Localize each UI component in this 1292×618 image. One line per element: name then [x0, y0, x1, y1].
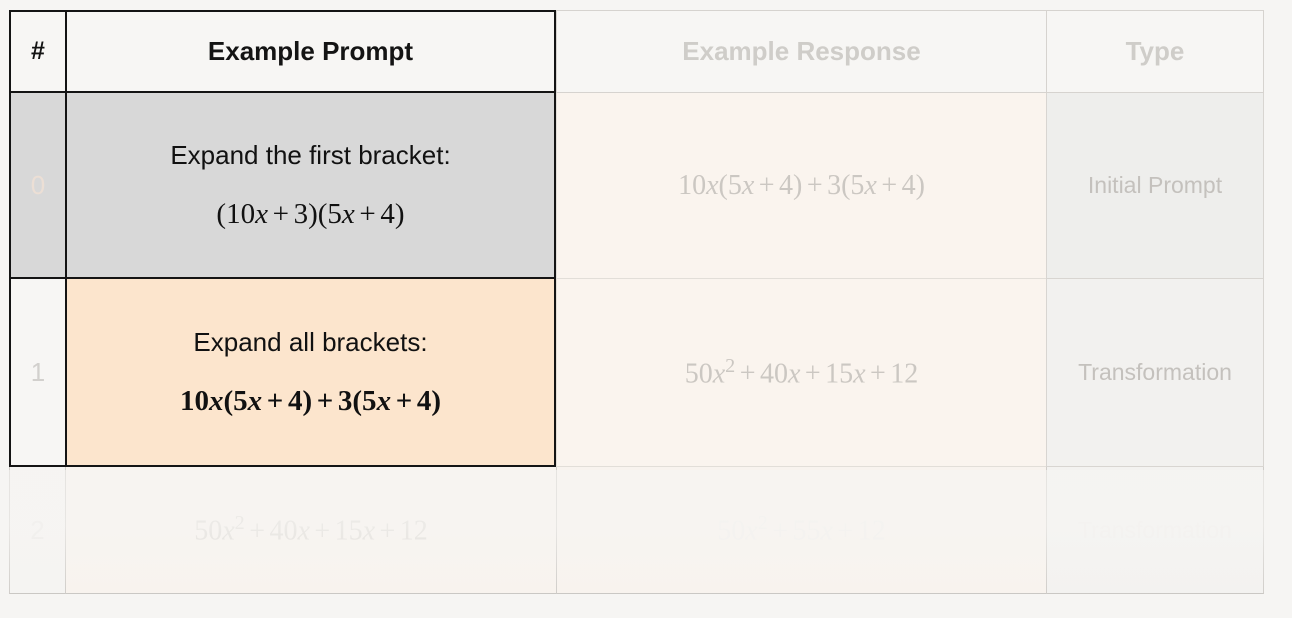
example-response-cell[interactable]: 50x2+55x+12 [556, 467, 1046, 594]
header-row: # Example Prompt Example Response Type [9, 10, 1264, 93]
step-type-cell[interactable]: Initial Prompt [1046, 93, 1264, 279]
steps-table-container: # Example Prompt Example Response Type 0… [9, 10, 1264, 594]
table-row[interactable]: 1 Expand all brackets: 10x(5x+4)+3(5x+4)… [9, 279, 1264, 467]
prompt-math-expression: (10x+3)(5x+4) [216, 197, 405, 230]
response-math-expression: 50x2+40x+15x+12 [684, 354, 919, 390]
example-response-cell[interactable]: 10x(5x+4)+3(5x+4) [556, 93, 1046, 279]
column-header-number[interactable]: # [9, 10, 65, 93]
column-header-type[interactable]: Type [1046, 10, 1264, 93]
column-header-example-prompt[interactable]: Example Prompt [65, 10, 556, 93]
row-index-cell: 0 [9, 93, 65, 279]
row-index-cell: 2 [9, 467, 65, 594]
step-type-cell[interactable]: Transformation [1046, 279, 1264, 467]
prompt-instruction-text: Expand all brackets: [193, 327, 428, 358]
response-math-expression: 10x(5x+4)+3(5x+4) [678, 169, 925, 201]
table-body: 0 Expand the first bracket: (10x+3)(5x+4… [9, 93, 1264, 594]
row-index-cell: 1 [9, 279, 65, 467]
steps-table: # Example Prompt Example Response Type 0… [9, 10, 1264, 594]
response-math-expression: 50x2+55x+12 [717, 512, 886, 547]
step-type-cell[interactable]: Transformation [1046, 467, 1264, 594]
example-prompt-cell[interactable]: Expand the first bracket: (10x+3)(5x+4) [65, 93, 556, 279]
table-row[interactable]: 2 50x2+40x+15x+12 50x2+55x+12 Transforma… [9, 467, 1264, 594]
example-prompt-cell[interactable]: Expand all brackets: 10x(5x+4)+3(5x+4) [65, 279, 556, 467]
prompt-instruction-text: Expand the first bracket: [170, 140, 451, 171]
table-row[interactable]: 0 Expand the first bracket: (10x+3)(5x+4… [9, 93, 1264, 279]
prompt-math-expression: 50x2+40x+15x+12 [194, 512, 428, 547]
prompt-math-expression: 10x(5x+4)+3(5x+4) [179, 384, 442, 417]
column-header-example-response[interactable]: Example Response [556, 10, 1046, 93]
table-header: # Example Prompt Example Response Type [9, 10, 1264, 93]
example-prompt-cell[interactable]: 50x2+40x+15x+12 [65, 467, 556, 594]
example-response-cell[interactable]: 50x2+40x+15x+12 [556, 279, 1046, 467]
